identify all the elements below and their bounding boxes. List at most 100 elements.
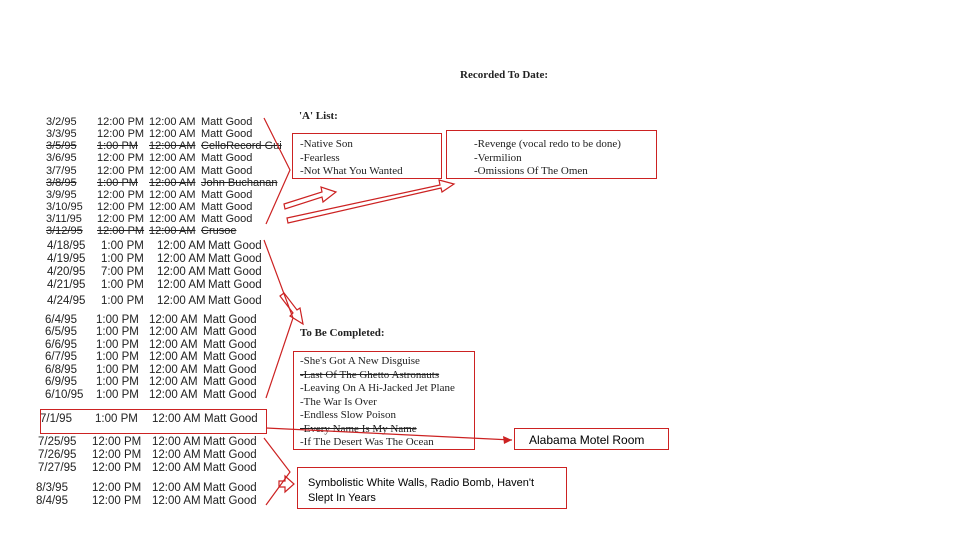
schedule-end: 12:00 AM: [149, 351, 198, 363]
schedule-end: 12:00 AM: [152, 449, 201, 461]
a-list-item: -Vermilion: [474, 151, 522, 164]
schedule-artist: Matt Good: [201, 201, 253, 213]
schedule-artist: Matt Good: [203, 482, 257, 494]
schedule-start: 1:00 PM: [101, 295, 144, 307]
schedule-end: 12:00 AM: [157, 240, 206, 252]
schedule-start: 1:00 PM: [96, 326, 139, 338]
to-be-completed-item: -If The Desert Was The Ocean: [300, 436, 434, 448]
schedule-date: 4/24/95: [47, 295, 86, 307]
to-be-completed-item: -The War Is Over: [300, 395, 377, 408]
to-be-completed-item: -She's Got A New Disguise: [300, 355, 420, 367]
schedule-start: 1:00 PM: [96, 351, 139, 363]
schedule-start: 12:00 PM: [97, 213, 145, 225]
schedule-date: 6/9/95: [45, 376, 77, 388]
arrow-to-completed: [279, 292, 304, 326]
schedule-artist: Matt Good: [203, 376, 257, 388]
schedule-artist: Matt Good: [203, 436, 257, 448]
schedule-start: 12:00 PM: [97, 128, 145, 140]
schedule-date: 6/8/95: [45, 364, 77, 376]
to-be-completed-title: To Be Completed:: [300, 327, 385, 339]
schedule-end: 12:00 AM: [149, 314, 198, 326]
a-list-col2: -Revenge (vocal redo to be done) -Vermil…: [474, 138, 621, 179]
schedule-artist: Matt Good: [201, 128, 253, 140]
bracket-march: [263, 117, 291, 225]
motel-annotation: Alabama Motel Room: [514, 428, 669, 450]
a-list-item: -Omissions Of The Omen: [474, 165, 588, 177]
schedule-start: 12:00 PM: [92, 482, 142, 494]
schedule-date: 7/26/95: [38, 449, 77, 461]
connector-arrowhead: [503, 436, 512, 444]
schedule-start: 12:00 PM: [97, 201, 145, 213]
schedule-end: 12:00 AM: [149, 128, 196, 140]
schedule-date: 3/12/95: [46, 225, 83, 237]
a-list-box-right: [446, 130, 657, 179]
schedule-start: 1:00 PM: [96, 389, 139, 401]
schedule-end: 12:00 AM: [157, 279, 206, 291]
schedule-end: 12:00 AM: [149, 165, 196, 177]
schedule-artist: Matt Good: [208, 253, 262, 265]
schedule-date: 8/3/95: [36, 482, 68, 494]
schedule-end: 12:00 AM: [149, 152, 196, 164]
schedule-start: 1:00 PM: [101, 279, 144, 291]
schedule-artist: Matt Good: [208, 266, 262, 278]
to-be-completed-list: -She's Got A New Disguise-Last Of The Gh…: [300, 355, 455, 450]
schedule-artist: Matt Good: [203, 339, 257, 351]
schedule-artist: Matt Good: [203, 326, 257, 338]
schedule-start: 1:00 PM: [96, 376, 139, 388]
schedule-date: 3/7/95: [46, 165, 77, 177]
schedule-start: 12:00 PM: [92, 495, 142, 507]
schedule-start: 1:00 PM: [96, 314, 139, 326]
schedule-artist: Matt Good: [201, 165, 253, 177]
schedule-start: 12:00 PM: [97, 152, 145, 164]
motel-annotation-text: Alabama Motel Room: [529, 433, 645, 447]
schedule-artist: Matt Good: [204, 413, 258, 425]
doc-heading: Recorded To Date:: [460, 69, 548, 81]
schedule-date: 7/27/95: [38, 462, 77, 474]
schedule-date: 4/20/95: [47, 266, 86, 278]
connector-line: [265, 427, 513, 441]
to-be-completed-item: -Leaving On A Hi-Jacked Jet Plane: [300, 382, 455, 394]
schedule-artist: Matt Good: [203, 462, 257, 474]
a-list-title: 'A' List:: [299, 110, 338, 122]
a-list-item: -Not What You Wanted: [300, 165, 403, 177]
schedule-end: 12:00 AM: [152, 413, 201, 425]
schedule-end: 12:00 AM: [149, 116, 196, 128]
schedule-artist: Matt Good: [203, 495, 257, 507]
schedule-end: 12:00 AM: [157, 253, 206, 265]
schedule-start: 1:00 PM: [101, 253, 144, 265]
schedule-end: 12:00 AM: [149, 177, 196, 189]
schedule-start: 12:00 PM: [92, 449, 142, 461]
schedule-end: 12:00 AM: [149, 213, 196, 225]
schedule-date: 3/10/95: [46, 201, 83, 213]
a-list-item: -Fearless: [300, 151, 340, 164]
schedule-start: 12:00 PM: [92, 436, 142, 448]
schedule-start: 1:00 PM: [101, 240, 144, 252]
schedule-start: 1:00 PM: [97, 140, 138, 152]
schedule-start: 1:00 PM: [97, 177, 138, 189]
schedule-end: 12:00 AM: [157, 295, 206, 307]
schedule-start: 1:00 PM: [96, 339, 139, 351]
schedule-date: 4/21/95: [47, 279, 86, 291]
arrow-to-a-list-2: [286, 179, 456, 224]
schedule-end: 12:00 AM: [157, 266, 206, 278]
schedule-date: 7/25/95: [38, 436, 77, 448]
schedule-artist: Matt Good: [201, 152, 253, 164]
schedule-date: 6/5/95: [45, 326, 77, 338]
schedule-date: 3/9/95: [46, 189, 77, 201]
schedule-artist: Matt Good: [201, 189, 253, 201]
songs-annotation: Symbolistic White Walls, Radio Bomb, Hav…: [297, 467, 567, 509]
schedule-end: 12:00 AM: [149, 376, 198, 388]
schedule-date: 8/4/95: [36, 495, 68, 507]
schedule-date: 3/2/95: [46, 116, 77, 128]
schedule-start: 12:00 PM: [97, 225, 145, 237]
a-list-box-left: [292, 133, 442, 179]
schedule-start: 7:00 PM: [101, 266, 144, 278]
schedule-artist: Matt Good: [208, 295, 262, 307]
schedule-artist: Matt Good: [203, 314, 257, 326]
schedule-artist: Matt Good: [208, 240, 262, 252]
schedule-date: 3/11/95: [46, 213, 82, 225]
schedule-artist: Crusoe: [201, 225, 237, 237]
schedule-date: 3/8/95: [46, 177, 77, 189]
schedule-artist: Matt Good: [201, 116, 253, 128]
